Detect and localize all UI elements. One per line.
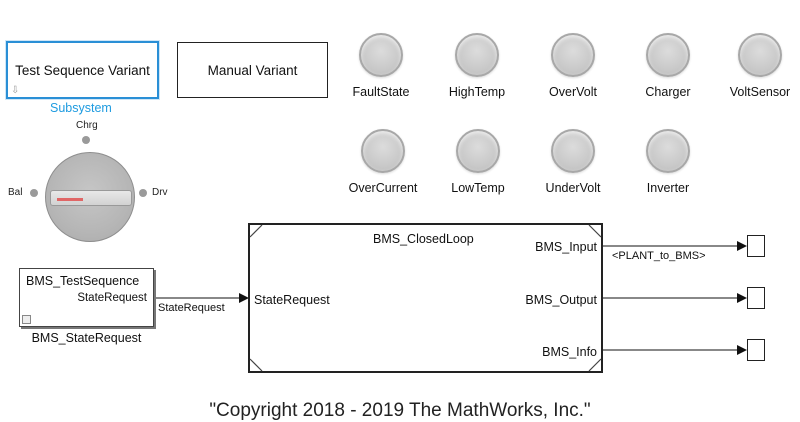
lamp-charger: Charger [618, 33, 718, 99]
closed-loop-output-port-3: BMS_Info [542, 345, 597, 359]
test-sequence-corner-icon [22, 315, 31, 324]
outport-bms-input[interactable] [747, 235, 765, 257]
lamp-indicator-icon[interactable] [738, 33, 782, 77]
closed-loop-block[interactable]: BMS_ClosedLoop StateRequest BMS_Input BM… [248, 223, 603, 373]
lamp-faultstate: FaultState [331, 33, 431, 99]
lamp-voltsensor: VoltSensor [710, 33, 800, 99]
lamp-indicator-icon[interactable] [646, 129, 690, 173]
lamp-label: Charger [645, 85, 691, 99]
switch-label-bal: Bal [8, 187, 23, 198]
lamp-label: FaultState [352, 85, 410, 99]
lamp-label: UnderVolt [545, 181, 601, 195]
lamp-indicator-icon[interactable] [551, 33, 595, 77]
lamp-indicator-icon[interactable] [646, 33, 690, 77]
lamp-indicator-icon[interactable] [359, 33, 403, 77]
test-sequence-variant-label: Test Sequence Variant [15, 62, 150, 78]
outport-bms-info[interactable] [747, 339, 765, 361]
outport-bms-output[interactable] [747, 287, 765, 309]
switch-label-chrg: Chrg [76, 120, 98, 131]
variant-arrow-icon: ⇩ [11, 85, 20, 96]
subsystem-label: Subsystem [50, 101, 112, 115]
lamp-indicator-icon[interactable] [455, 33, 499, 77]
corner-marks [249, 224, 602, 372]
lamp-label: OverCurrent [348, 181, 418, 195]
test-sequence-title: BMS_TestSequence [26, 274, 140, 288]
test-sequence-caption: BMS_StateRequest [31, 331, 142, 345]
lamp-label: OverVolt [549, 85, 597, 99]
closed-loop-output-port-2: BMS_Output [525, 293, 597, 307]
lamp-indicator-icon[interactable] [551, 129, 595, 173]
lamp-label: Inverter [646, 181, 690, 195]
switch-label-drv: Drv [152, 187, 168, 198]
lamp-inverter: Inverter [618, 129, 718, 195]
lamp-indicator-icon[interactable] [361, 129, 405, 173]
signal-label-state-request: StateRequest [158, 302, 225, 314]
lamp-label: VoltSensor [729, 85, 791, 99]
copyright-text: "Copyright 2018 - 2019 The MathWorks, In… [209, 400, 591, 421]
switch-position-dot-bal[interactable] [30, 189, 38, 197]
knob-grip [50, 190, 132, 206]
lamp-undervolt: UnderVolt [523, 129, 623, 195]
closed-loop-output-port-1: BMS_Input [535, 240, 597, 254]
manual-variant-block[interactable]: Manual Variant [177, 42, 328, 98]
test-sequence-output-port: StateRequest [77, 292, 147, 304]
lamp-indicator-icon[interactable] [456, 129, 500, 173]
lamp-label: HighTemp [448, 85, 506, 99]
switch-position-dot-chrg[interactable] [82, 136, 90, 144]
lamp-lowtemp: LowTemp [428, 129, 528, 195]
closed-loop-title: BMS_ClosedLoop [373, 232, 474, 246]
signal-label-plant-to-bms: <PLANT_to_BMS> [612, 250, 706, 262]
test-sequence-block[interactable]: BMS_TestSequence StateRequest [19, 268, 154, 327]
lamp-overcurrent: OverCurrent [333, 129, 433, 195]
test-sequence-variant-block[interactable]: Test Sequence Variant ⇩ [6, 41, 159, 99]
lamp-overvolt: OverVolt [523, 33, 623, 99]
closed-loop-input-port: StateRequest [254, 293, 330, 307]
rotary-switch: Chrg Bal Drv [8, 120, 180, 248]
rotary-knob[interactable] [45, 152, 135, 242]
lamp-hightemp: HighTemp [427, 33, 527, 99]
manual-variant-label: Manual Variant [207, 62, 298, 78]
lamp-label: LowTemp [451, 181, 505, 195]
switch-position-dot-drv[interactable] [139, 189, 147, 197]
knob-pointer-indicator [57, 198, 83, 201]
